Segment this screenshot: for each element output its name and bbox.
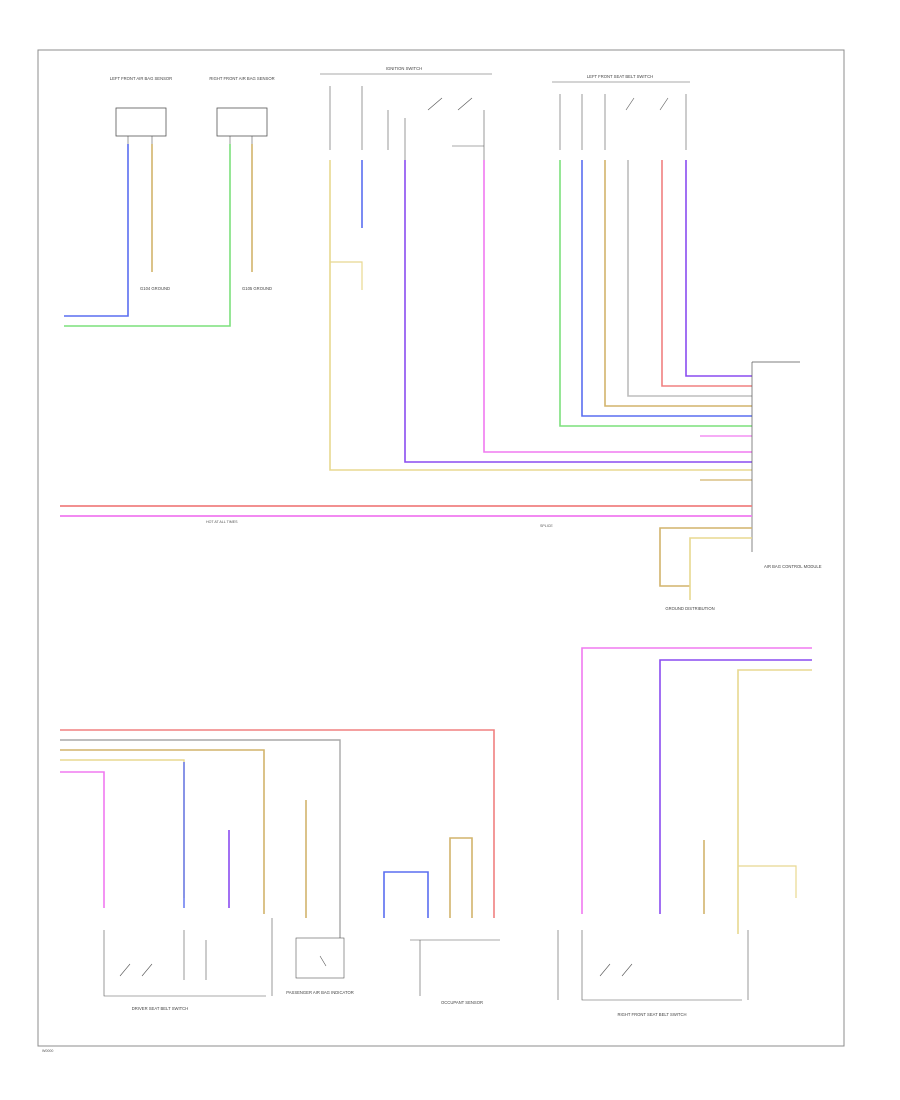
- wire-ground-tan: [659, 527, 752, 587]
- ignition-switch-label: IGNITION SWITCH: [386, 66, 422, 71]
- lf-ground-label: G104 GROUND: [140, 286, 170, 291]
- wire-ignition-branch: [330, 261, 363, 290]
- wire-ground-yellow: [689, 537, 752, 600]
- rf-sensor-label: RIGHT FRONT AIR BAG SENSOR: [209, 76, 274, 81]
- wire-bl-tan: [60, 749, 265, 914]
- wire-bl-red: [60, 729, 495, 918]
- rf-ground-label: G105 GROUND: [242, 286, 272, 291]
- lf-seat-belt-switch: LEFT FRONT SEAT BELT SWITCH: [552, 74, 690, 150]
- wire-ignition-pink: [483, 160, 752, 453]
- wire-occupant-blue: [383, 871, 429, 918]
- wire-sbs-gray: [627, 160, 752, 397]
- driver-seat-belt-switch-label: DRIVER SEAT BELT SWITCH: [132, 1006, 188, 1011]
- air-bag-module-connector: [751, 361, 800, 552]
- wire-br-yellow-branch: [738, 865, 797, 898]
- left-front-sensor: LEFT FRONT AIR BAG SENSOR: [110, 76, 172, 144]
- wire-ignition-violet: [404, 160, 752, 463]
- wire-rf-sensor-signal: [64, 144, 231, 327]
- diagram-frame: [37, 49, 845, 1047]
- splice-label: SPLICE: [540, 524, 553, 528]
- occupant-sensor-label: OCCUPANT SENSOR: [441, 1000, 483, 1005]
- wire-sbs-green: [559, 160, 752, 427]
- wire-br-violet: [659, 659, 812, 914]
- wire-occupant-tan: [449, 837, 473, 918]
- air-bag-module-label: AIR BAG CONTROL MODULE: [764, 564, 822, 569]
- ground-dist-label: GROUND DISTRIBUTION: [665, 606, 714, 611]
- lf-seat-belt-switch-label: LEFT FRONT SEAT BELT SWITCH: [587, 74, 653, 79]
- wire-sbs-red: [661, 160, 752, 387]
- hot-feed-label: HOT AT ALL TIMES: [206, 520, 238, 524]
- wire-ignition-feed: [329, 160, 752, 471]
- occupant-sensor: [410, 939, 500, 996]
- right-front-sensor: RIGHT FRONT AIR BAG SENSOR: [209, 76, 275, 144]
- wire-sbs-tan: [604, 160, 752, 407]
- driver-seat-belt-switch: [103, 918, 273, 997]
- wire-sbs-violet: [685, 160, 752, 377]
- ignition-switch: IGNITION SWITCH: [320, 66, 492, 160]
- wire-sbs-blue: [581, 160, 752, 417]
- wire-lf-sensor-signal: [64, 144, 129, 317]
- wire-br-pink: [581, 647, 812, 914]
- wire-br-yellow: [737, 669, 812, 934]
- passenger-indicator-label: PASSENGER AIR BAG INDICATOR: [286, 990, 353, 995]
- figure-code: W0000: [42, 1049, 53, 1053]
- wire-bl-pink: [60, 771, 105, 908]
- lf-sensor-label: LEFT FRONT AIR BAG SENSOR: [110, 76, 172, 81]
- passenger-indicator: [295, 937, 345, 979]
- rf-seat-belt-switch-label: RIGHT FRONT SEAT BELT SWITCH: [617, 1012, 686, 1017]
- wire-bl-yellow: [60, 759, 185, 898]
- rf-seat-belt-switch: [557, 930, 749, 1001]
- wire-bl-gray: [60, 739, 341, 938]
